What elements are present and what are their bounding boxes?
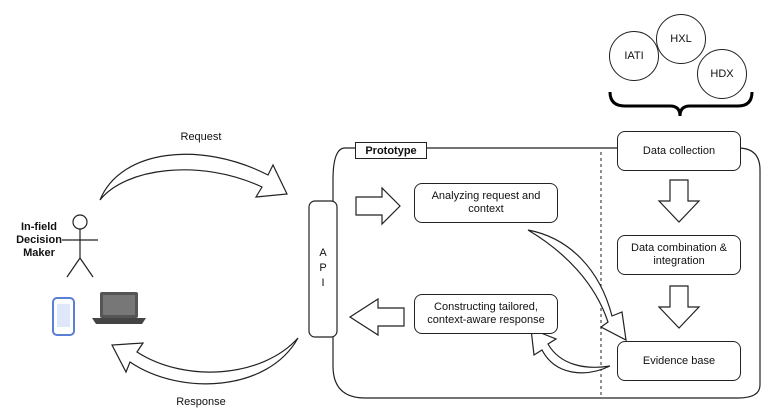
actor-line-3: Maker [23, 247, 55, 259]
laptop-icon [92, 292, 146, 324]
api-letter-i: I [321, 277, 325, 289]
data-combination-box: Data combination & integration [617, 235, 741, 275]
block-arrow-right [355, 186, 401, 226]
curve-arrow-to-constructing [530, 328, 611, 374]
block-arrow-left [348, 297, 405, 337]
actor-line-1: In-field [20, 221, 58, 233]
person-icon [62, 214, 98, 278]
response-label: Response [176, 396, 226, 408]
curve-arrow-to-evidence [527, 229, 627, 342]
api-bar [308, 200, 338, 338]
request-arrow [99, 153, 288, 201]
sources-brace [608, 91, 754, 117]
actor-label: In-field Decision Maker [8, 221, 70, 260]
actor-line-2: Decision [16, 234, 62, 246]
analyzing-box: Analyzing request and context [414, 183, 558, 223]
constructing-box: Constructing tailored, context-aware res… [414, 294, 558, 334]
source-bubble-iati: IATI [609, 31, 659, 81]
phone-icon [52, 297, 75, 336]
api-letter-a: A [319, 247, 327, 259]
response-arrow [111, 337, 299, 385]
data-collection-box: Data collection [617, 131, 741, 171]
source-bubble-hxl: HXL [656, 14, 706, 64]
prototype-tag: Prototype [355, 142, 427, 159]
request-label: Request [180, 131, 222, 143]
source-bubble-hdx: HDX [697, 49, 747, 99]
api-letter-p: P [319, 262, 327, 274]
evidence-base-box: Evidence base [617, 341, 741, 381]
down-arrow-1 [657, 179, 701, 223]
down-arrow-2 [657, 285, 701, 329]
prototype-container [332, 147, 761, 399]
